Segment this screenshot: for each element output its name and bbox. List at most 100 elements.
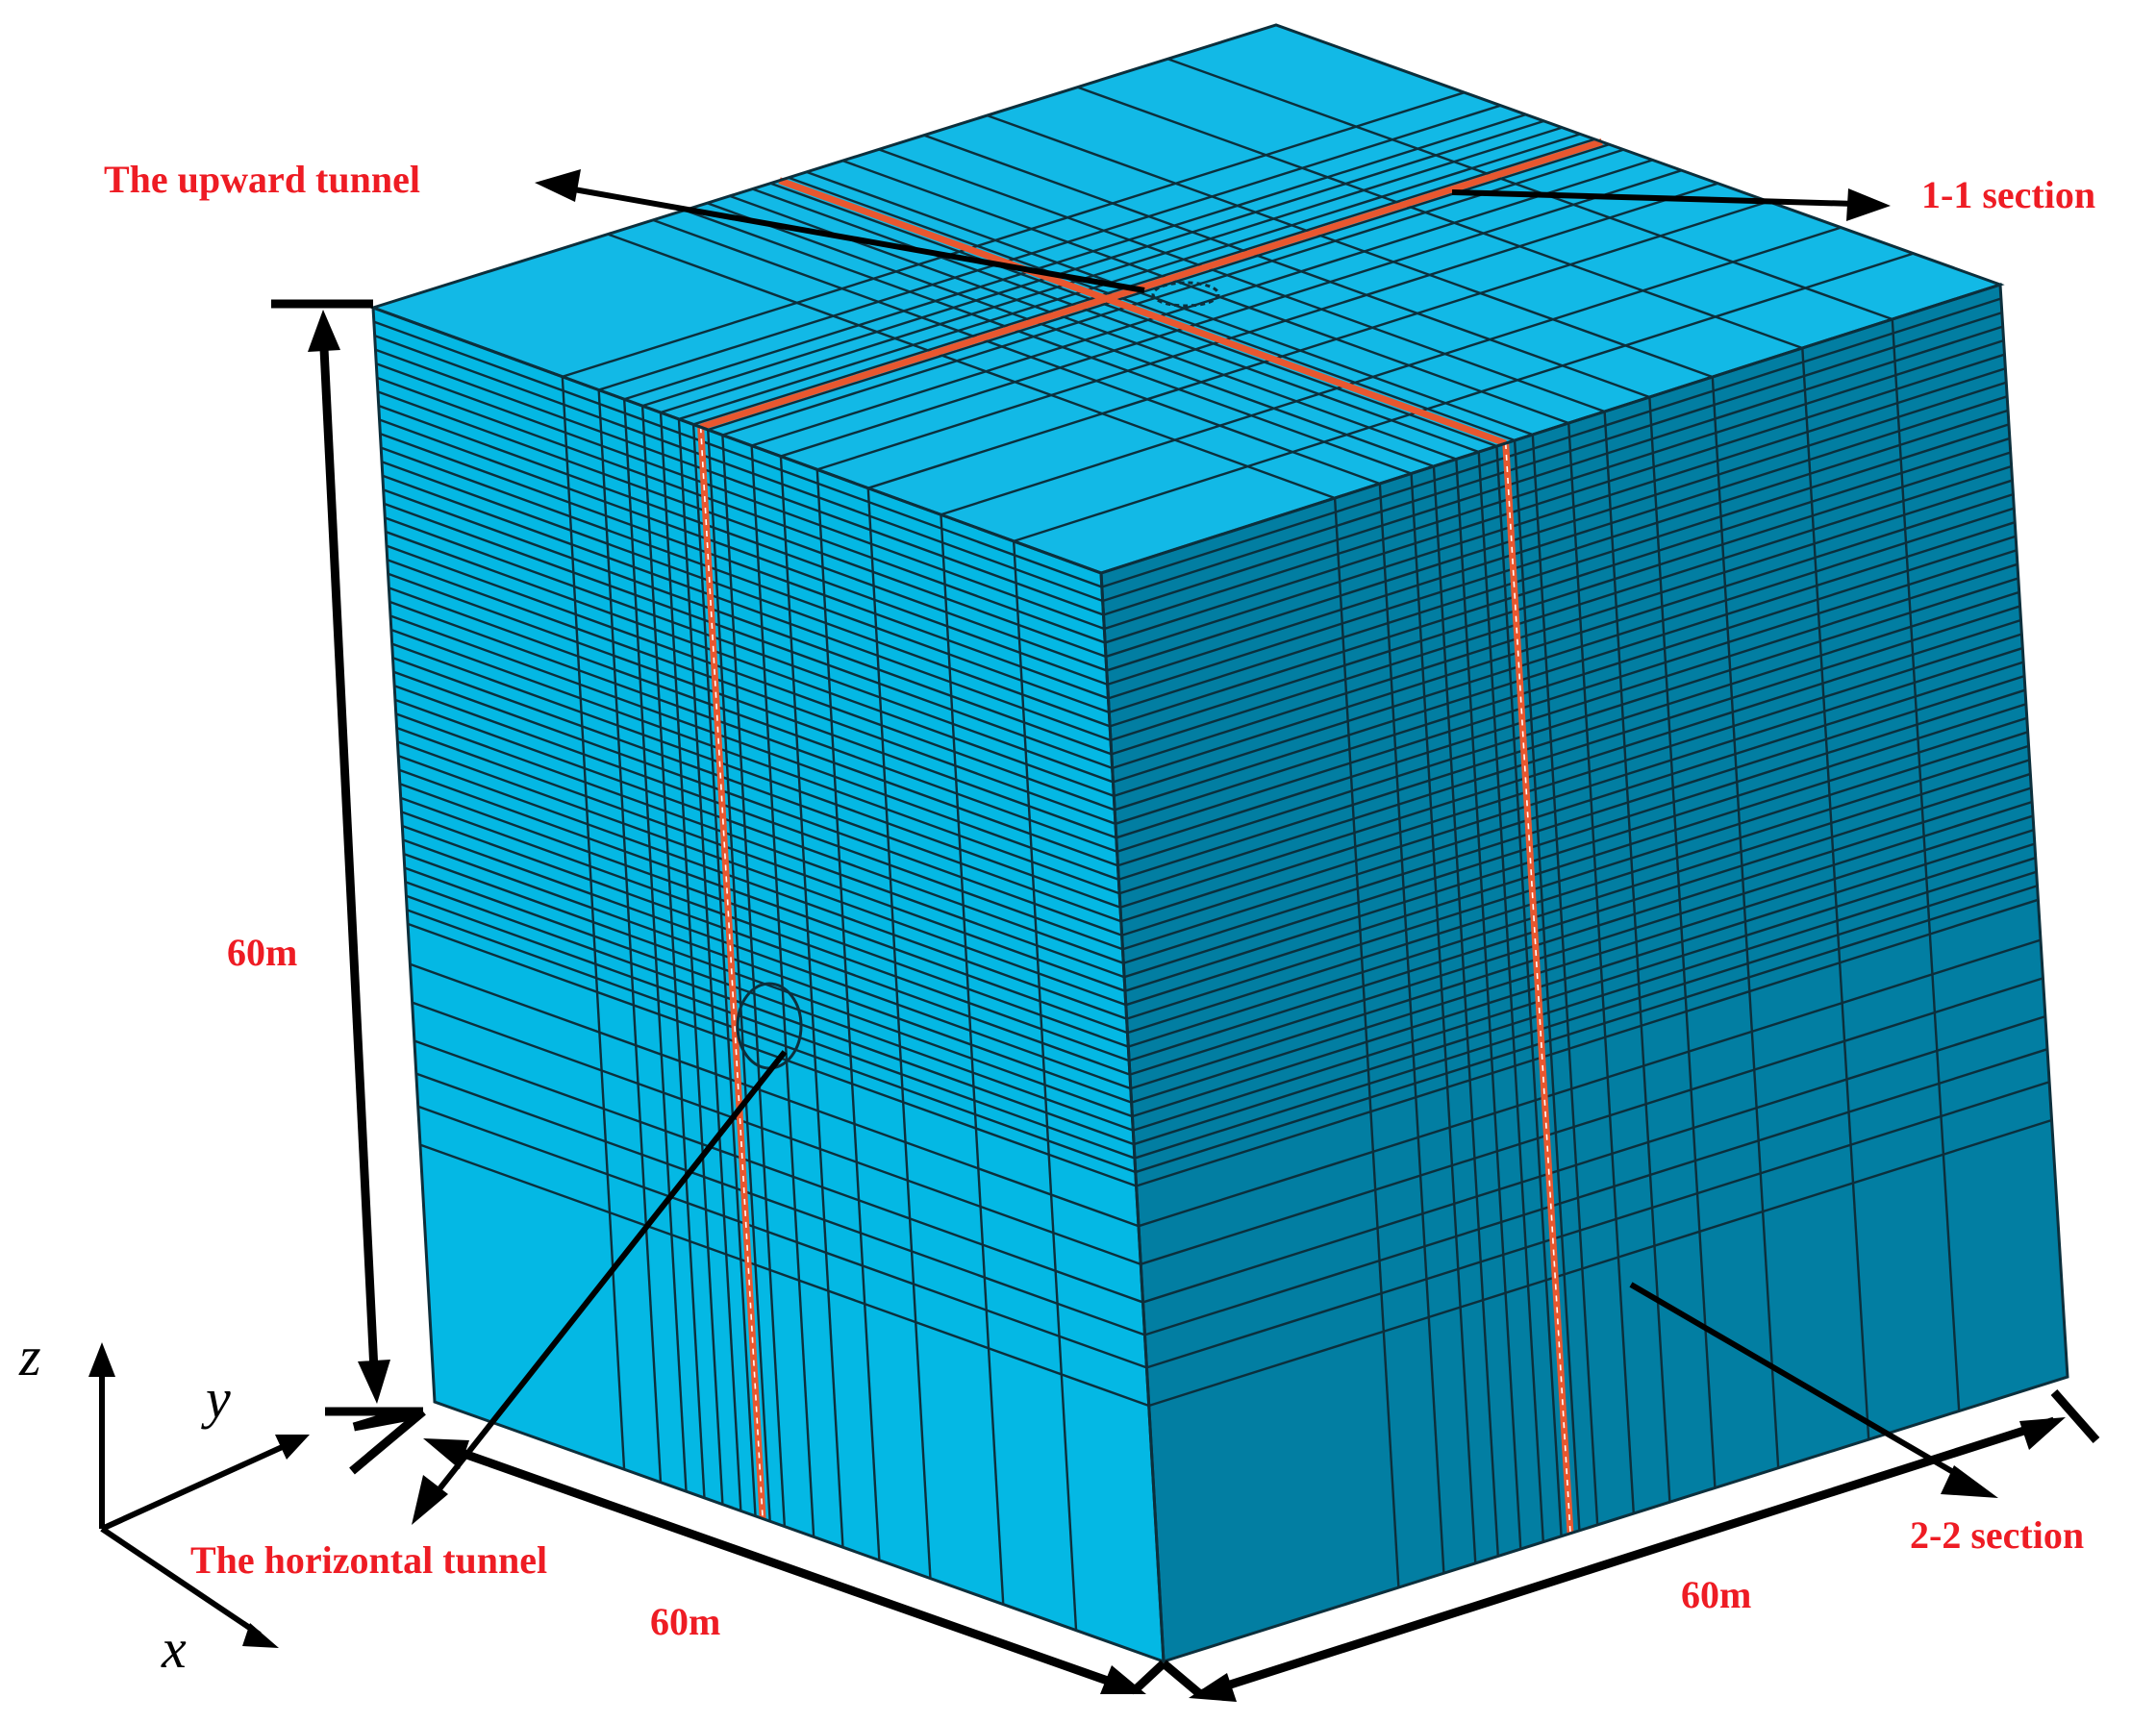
mesh-line (399, 783, 1129, 1048)
upward-tunnel-label: The upward tunnel (104, 158, 420, 201)
mesh-line (878, 148, 1606, 413)
tunnel-dash (699, 427, 764, 1519)
mesh-line (1891, 318, 1961, 1411)
mesh-line (385, 530, 1115, 797)
mesh-line (598, 104, 1501, 391)
mesh-line (1124, 703, 2027, 992)
mesh-line (1129, 787, 2032, 1076)
mesh-line (1128, 772, 2031, 1062)
mesh-line (707, 429, 771, 1522)
mesh-line (402, 838, 1133, 1104)
mesh-line (1146, 1081, 2050, 1369)
mesh-line (392, 670, 1123, 936)
mesh-line (1102, 311, 2003, 603)
mesh-line (562, 91, 1466, 378)
mesh-line (1116, 562, 2018, 853)
mesh-line (394, 698, 1124, 964)
mesh-line (1133, 857, 2037, 1146)
mesh-line (401, 824, 1132, 1090)
z-axis-label: z (18, 1325, 41, 1387)
mesh-line (383, 488, 1113, 756)
mesh-line (1120, 633, 2022, 923)
mesh-line (780, 169, 1683, 458)
mesh-line (1119, 618, 2021, 909)
mesh-line (1107, 395, 2008, 687)
mesh-line (1105, 367, 2006, 659)
mesh-line (378, 404, 1108, 672)
mesh-line (1140, 977, 2043, 1265)
width-x-dimension-label: 60m (650, 1600, 720, 1643)
section-1-1-label: 1-1 section (1921, 173, 2095, 216)
mesh-line (659, 412, 724, 1505)
mesh-grid-lines (373, 58, 2052, 1631)
y-axis (100, 1441, 290, 1532)
mesh-line (1123, 688, 2026, 979)
mesh-line (1111, 464, 2013, 756)
mesh-line (597, 389, 663, 1483)
mesh-line (1012, 540, 1078, 1631)
mesh-line (1106, 381, 2007, 672)
mesh-line (1144, 1048, 2048, 1336)
mesh-line (987, 113, 1714, 379)
x-axis (100, 1526, 262, 1637)
horizontal-tunnel-pointer (428, 1050, 788, 1502)
mesh-line (396, 726, 1126, 992)
mesh-line (1122, 661, 2024, 951)
axes-arrowheads (88, 1342, 310, 1648)
upward-tunnel-pointer (557, 184, 1145, 293)
section-1-1-pointer (1451, 189, 1857, 207)
mesh-line (395, 712, 1125, 979)
mesh-line (1103, 339, 2004, 631)
mesh-line (391, 642, 1121, 909)
mesh-line (1648, 396, 1717, 1488)
mesh-line (405, 894, 1136, 1160)
mesh-line (1132, 842, 2036, 1132)
mesh-line (397, 754, 1128, 1020)
mesh-line (382, 474, 1112, 742)
mesh-line (1127, 759, 2030, 1048)
mesh-line (392, 657, 1122, 923)
mesh-line (1113, 492, 2014, 784)
mesh-line (769, 182, 1497, 448)
mesh-line (1136, 898, 2039, 1187)
mesh-line (398, 768, 1128, 1035)
mesh-line (384, 516, 1114, 784)
mesh-line (403, 852, 1133, 1118)
mesh-line (1138, 938, 2042, 1228)
mesh-line (721, 435, 787, 1527)
mesh-line (750, 445, 815, 1537)
mesh-line (379, 418, 1109, 687)
mesh-line (1142, 1014, 2046, 1304)
mesh-line (1378, 483, 1445, 1574)
width-y-dimension-label: 60m (1681, 1573, 1751, 1616)
mesh-line (940, 514, 1005, 1605)
mesh-line (779, 456, 844, 1548)
mesh-line (707, 202, 1435, 468)
mesh-line (1122, 674, 2025, 964)
mesh-line (380, 446, 1110, 714)
mesh-line (940, 226, 1842, 516)
mesh-line (1148, 1118, 2052, 1408)
x-axis-label: x (161, 1617, 187, 1680)
mesh-line (419, 1143, 1150, 1408)
mesh-line (1117, 577, 2019, 867)
mesh-line (414, 1039, 1143, 1304)
mesh-line (409, 962, 1140, 1228)
mesh-line (1077, 86, 1803, 350)
mesh-line (866, 487, 932, 1579)
mesh-line (1121, 646, 2023, 936)
mesh-line (1108, 409, 2009, 700)
mesh-line (373, 320, 1103, 588)
mesh-line (691, 424, 757, 1516)
mesh-line (1109, 437, 2011, 728)
mesh-line (1134, 870, 2037, 1160)
mesh-line (1603, 411, 1671, 1503)
mesh-line (386, 544, 1116, 812)
mesh-line (923, 134, 1650, 399)
mesh-line (417, 1105, 1147, 1369)
mesh-line (379, 432, 1109, 700)
mesh-line (376, 376, 1106, 644)
mesh-line (375, 348, 1104, 616)
mesh-line (400, 796, 1130, 1062)
